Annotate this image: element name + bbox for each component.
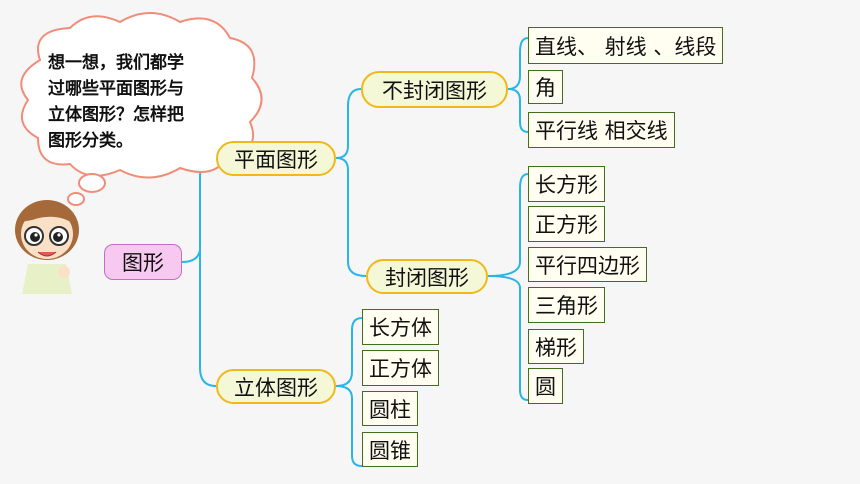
closed-item-rectangle: 长方形	[528, 166, 605, 202]
solid-item-cylinder: 圆柱	[362, 391, 418, 426]
closed-item-trapezoid: 梯形	[528, 329, 584, 364]
solid-item-cube: 正方体	[362, 350, 439, 386]
girl-illustration	[15, 200, 79, 294]
open-figures-node: 不封闭图形	[361, 71, 508, 108]
closed-item-circle: 圆	[528, 368, 563, 404]
open-item-parallel: 平行线 相交线	[528, 112, 675, 148]
solid-item-cone: 圆锥	[362, 432, 418, 467]
closed-item-triangle: 三角形	[528, 287, 605, 323]
open-item-angle: 角	[528, 70, 563, 104]
closed-item-square: 正方形	[528, 206, 605, 242]
root-node: 图形	[104, 244, 182, 280]
solid-figures-node: 立体图形	[216, 369, 336, 404]
thought-bubble-text: 想一想，我们都学 过哪些平面图形与 立体图形？怎样把 图形分类。	[48, 53, 184, 151]
open-item-lines: 直线、 射线 、线段	[528, 27, 724, 64]
closed-figures-node: 封闭图形	[366, 259, 488, 294]
plane-figures-node: 平面图形	[216, 141, 336, 176]
closed-item-parallelogram: 平行四边形	[528, 247, 647, 282]
solid-item-cuboid: 长方体	[362, 309, 439, 345]
